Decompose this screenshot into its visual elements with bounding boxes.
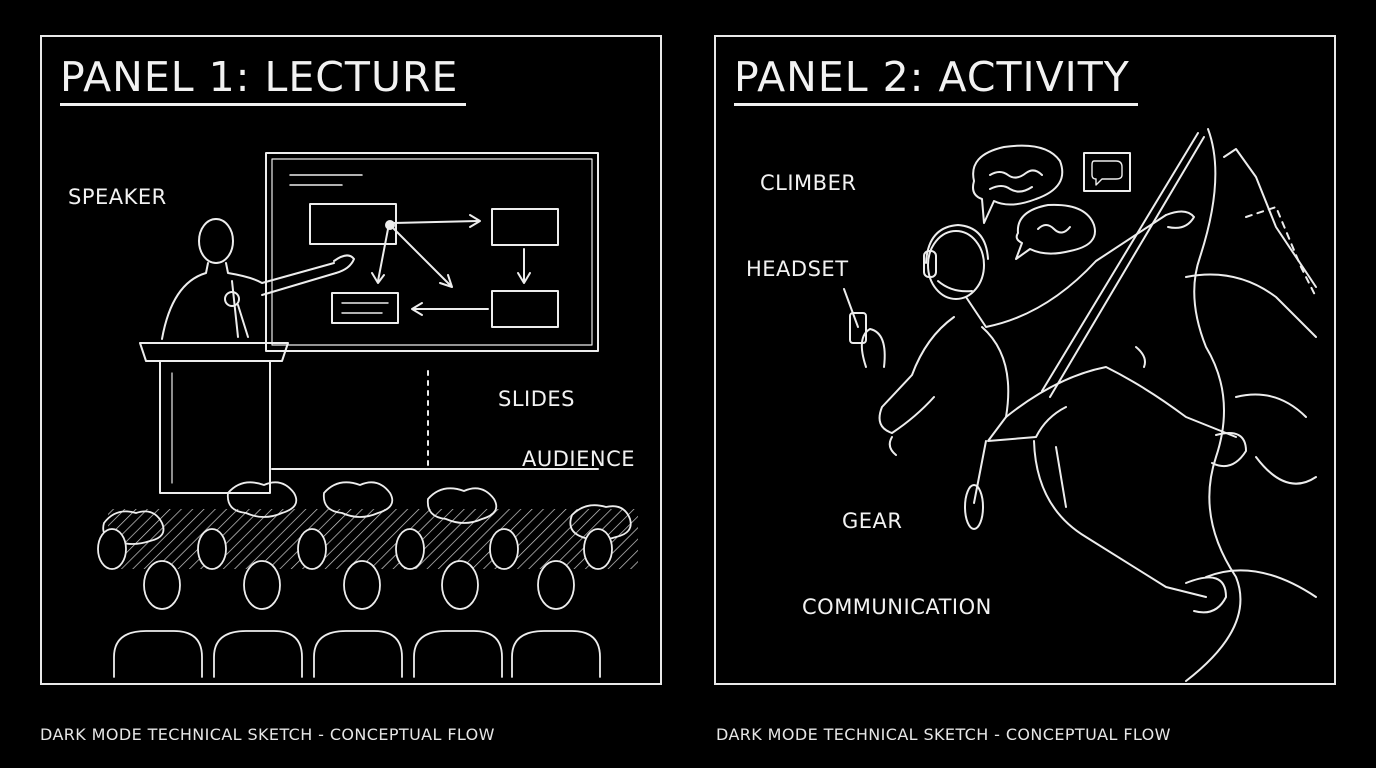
rock-wall <box>1186 129 1316 681</box>
footer-caption-right: DARK MODE TECHNICAL SKETCH - CONCEPTUAL … <box>716 725 1171 744</box>
panel-title: PANEL 1: LECTURE <box>60 51 467 106</box>
label-communication: COMMUNICATION <box>802 595 992 619</box>
panel-title: PANEL 2: ACTIVITY <box>734 51 1138 106</box>
podium <box>140 343 288 493</box>
footer-caption-left: DARK MODE TECHNICAL SKETCH - CONCEPTUAL … <box>40 725 495 744</box>
climber-illustration <box>716 37 1334 683</box>
speech-bubbles <box>973 146 1130 259</box>
label-speaker: SPEAKER <box>68 185 167 209</box>
lecture-illustration <box>42 37 638 683</box>
label-slides: SLIDES <box>498 387 575 411</box>
label-audience: AUDIENCE <box>522 447 636 471</box>
panel-activity: PANEL 2: ACTIVITY <box>714 35 1336 685</box>
panel-lecture: PANEL 1: LECTURE <box>40 35 662 685</box>
label-gear: GEAR <box>842 509 903 533</box>
speaker-figure <box>162 219 354 339</box>
climber-figure <box>844 133 1246 612</box>
label-climber: CLIMBER <box>760 171 857 195</box>
slide-screen <box>266 153 598 469</box>
label-headset: HEADSET <box>746 257 849 281</box>
audience <box>98 482 638 677</box>
